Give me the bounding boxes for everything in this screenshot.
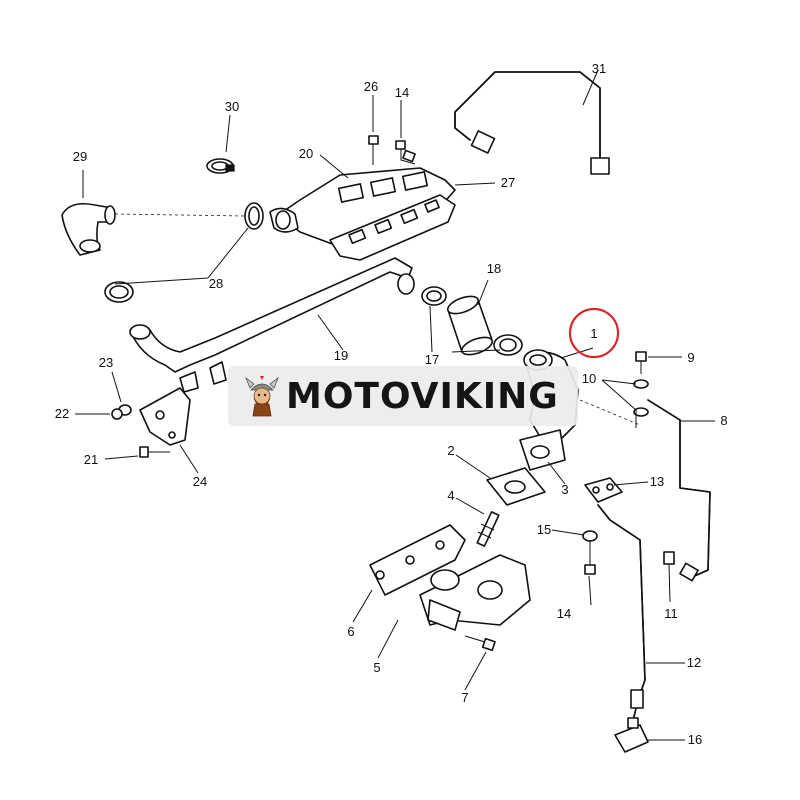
part-18-hose xyxy=(446,295,494,356)
callout-8: 8 xyxy=(720,413,727,428)
callout-16: 16 xyxy=(688,732,702,747)
callout-30: 30 xyxy=(225,99,239,114)
callout-10: 10 xyxy=(582,371,596,386)
part-9-bolt xyxy=(635,351,647,374)
callout-23: 23 xyxy=(99,355,113,370)
part-17-clamp-b xyxy=(493,334,523,356)
callout-9: 9 xyxy=(687,350,694,365)
callout-15: 15 xyxy=(537,522,551,537)
callout-29: 29 xyxy=(73,149,87,164)
callout-2: 2 xyxy=(447,443,454,458)
callout-26: 26 xyxy=(364,79,378,94)
highlight-circle xyxy=(568,307,620,359)
part-17-clamp-a xyxy=(421,286,447,306)
part-13-plate xyxy=(584,477,623,503)
part-22-nut xyxy=(111,408,123,420)
watermark-text: MOTOVIKING xyxy=(286,375,559,417)
part-16-fitting xyxy=(614,717,649,753)
callout-28: 28 xyxy=(209,276,223,291)
part-14-bolt-upper xyxy=(395,140,416,165)
part-4-stud xyxy=(476,511,500,547)
viking-mascot-icon xyxy=(245,376,279,417)
callout-13: 13 xyxy=(650,474,664,489)
callout-1: 1 xyxy=(590,326,597,341)
callout-6: 6 xyxy=(347,624,354,639)
part-30-clamp xyxy=(206,158,235,174)
part-21-bolt xyxy=(139,446,170,458)
part-6-gasket xyxy=(369,524,466,596)
callout-19: 19 xyxy=(334,348,348,363)
callout-14-upper: 14 xyxy=(395,85,409,100)
part-26-bolt xyxy=(368,135,379,165)
callout-7: 7 xyxy=(461,690,468,705)
part-5-manifold xyxy=(419,554,531,631)
watermark-banner: MOTOVIKING xyxy=(228,366,578,426)
part-3-flange xyxy=(519,429,566,471)
callout-4: 4 xyxy=(447,488,454,503)
callout-27: 27 xyxy=(501,175,515,190)
part-8-line xyxy=(647,399,711,579)
leaders xyxy=(75,69,715,741)
part-19-pipe xyxy=(129,257,415,393)
callout-21: 21 xyxy=(84,452,98,467)
part-28-clamp-upper xyxy=(244,202,264,230)
part-12-line xyxy=(597,504,646,726)
callout-24: 24 xyxy=(193,474,207,489)
callout-31: 31 xyxy=(592,61,606,76)
callout-11: 11 xyxy=(664,606,678,621)
callout-12: 12 xyxy=(687,655,701,670)
callout-18: 18 xyxy=(487,261,501,276)
part-27-gasket xyxy=(329,194,456,261)
callout-labels: 31 30 29 20 26 14 27 28 19 18 17 1 9 10 … xyxy=(55,61,728,747)
part-24-bracket xyxy=(139,387,191,446)
part-28-clamp-lower xyxy=(104,281,134,303)
part-14-bolt-lower xyxy=(584,540,596,575)
part-31-tube xyxy=(454,71,610,175)
part-2-gasket xyxy=(486,467,546,506)
part-7-bolt xyxy=(464,635,496,652)
part-29-elbow xyxy=(61,202,116,256)
callout-22: 22 xyxy=(55,406,69,421)
callout-14-lower: 14 xyxy=(557,606,571,621)
callout-3: 3 xyxy=(561,482,568,497)
callout-5: 5 xyxy=(373,660,380,675)
callout-17: 17 xyxy=(425,352,439,367)
part-15-washer xyxy=(582,530,598,542)
callout-20: 20 xyxy=(299,146,313,161)
